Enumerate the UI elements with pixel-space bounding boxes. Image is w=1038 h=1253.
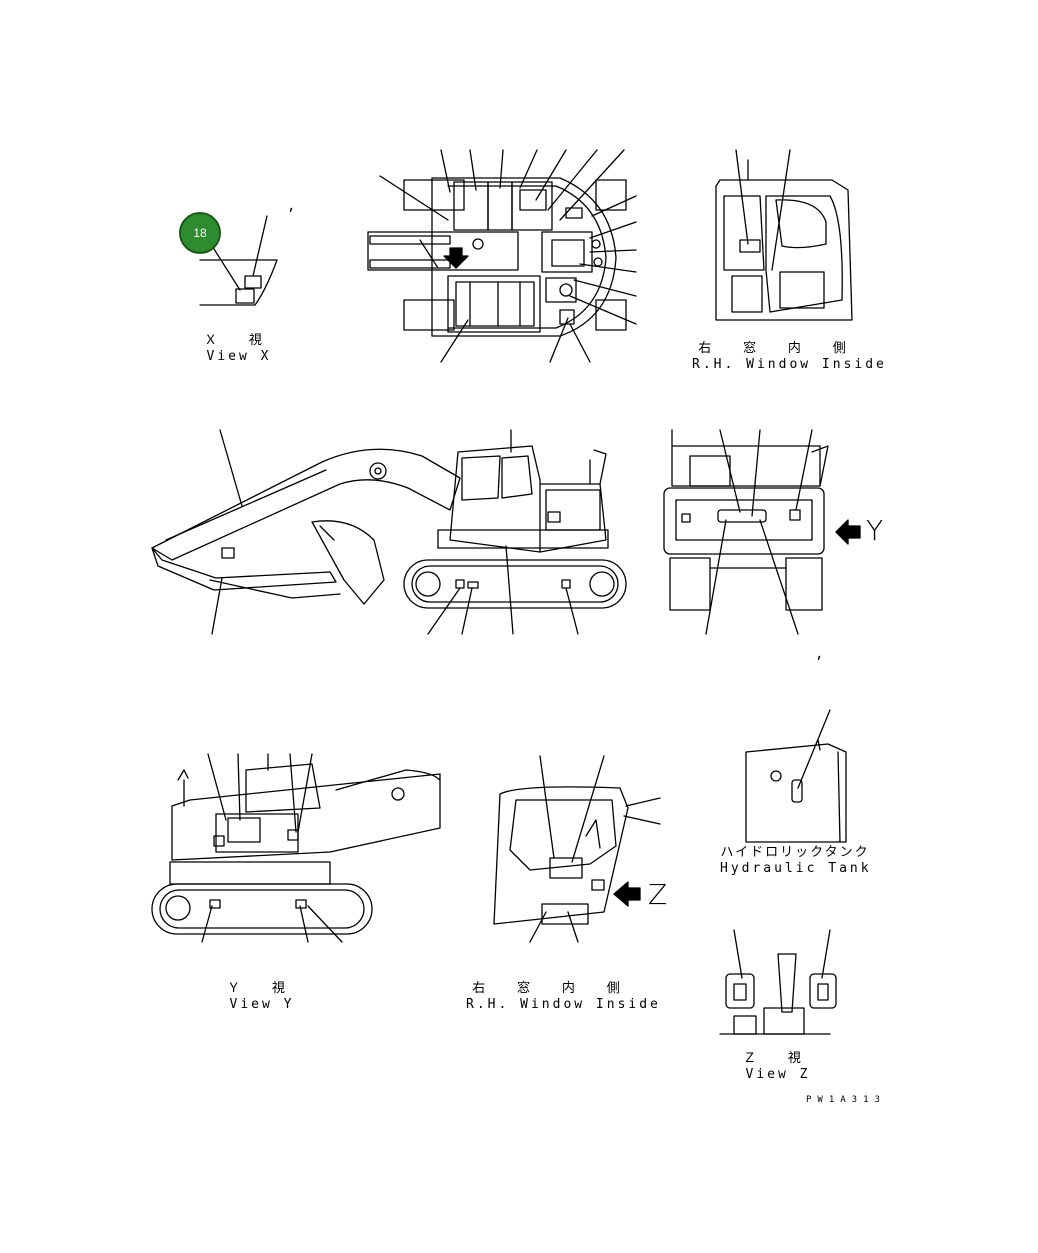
view-z-arrow-letter: Z	[648, 878, 668, 911]
hydraulic-tank-label: ハイドロリックタンク Hydraulic Tank	[720, 845, 870, 877]
rh-window-top-label: 右 窓 内 側 R.H. Window Inside	[692, 341, 884, 373]
hydraulic-tank-label-jp: ハイドロリックタンク	[720, 845, 870, 860]
hydraulic-tank-drawing	[745, 709, 847, 843]
tick-mark-mid: ,	[815, 646, 824, 662]
rh-window-bottom-label: 右 窓 内 側 R.H. Window Inside	[466, 981, 658, 1013]
view-x-drawing	[199, 215, 278, 306]
view-y-label: Ｙ 視 View Y	[222, 981, 302, 1013]
plan-view-drawing	[367, 149, 637, 363]
view-z-label-jp: Ｚ 視	[743, 1051, 813, 1066]
rh-window-bottom-label-en: R.H. Window Inside	[466, 997, 661, 1012]
view-y-label-en: View Y	[229, 997, 295, 1012]
rh-window-bottom-drawing	[493, 755, 661, 943]
view-z-label-en: View Z	[745, 1067, 811, 1082]
decal-plate-upper	[244, 275, 262, 289]
rh-window-top-drawing	[715, 149, 853, 321]
decal-plate-lower	[235, 288, 255, 304]
rh-window-top-label-en: R.H. Window Inside	[692, 357, 887, 372]
view-y-drawing	[151, 753, 441, 943]
view-x-label-en: View X	[206, 349, 272, 364]
drawing-code: PW1A313	[806, 1095, 886, 1105]
tick-mark-top: ,	[287, 198, 296, 214]
view-y-arrow-letter: Y	[866, 514, 884, 547]
rh-window-bottom-label-jp: 右 窓 内 側	[472, 981, 632, 996]
view-x-label-jp: Ｘ 視	[204, 333, 274, 348]
side-view-drawing	[151, 429, 627, 635]
view-z-drawing	[719, 929, 837, 1035]
view-z-label: Ｚ 視 View Z	[738, 1051, 818, 1083]
part-callout-badge[interactable]: 18	[179, 212, 221, 254]
hydraulic-tank-label-en: Hydraulic Tank	[720, 861, 872, 876]
rear-view-drawing	[663, 429, 861, 635]
rh-window-top-label-jp: 右 窓 内 側	[698, 341, 858, 356]
view-x-label: Ｘ 視 View X	[199, 333, 279, 365]
view-y-label-jp: Ｙ 視	[227, 981, 297, 996]
